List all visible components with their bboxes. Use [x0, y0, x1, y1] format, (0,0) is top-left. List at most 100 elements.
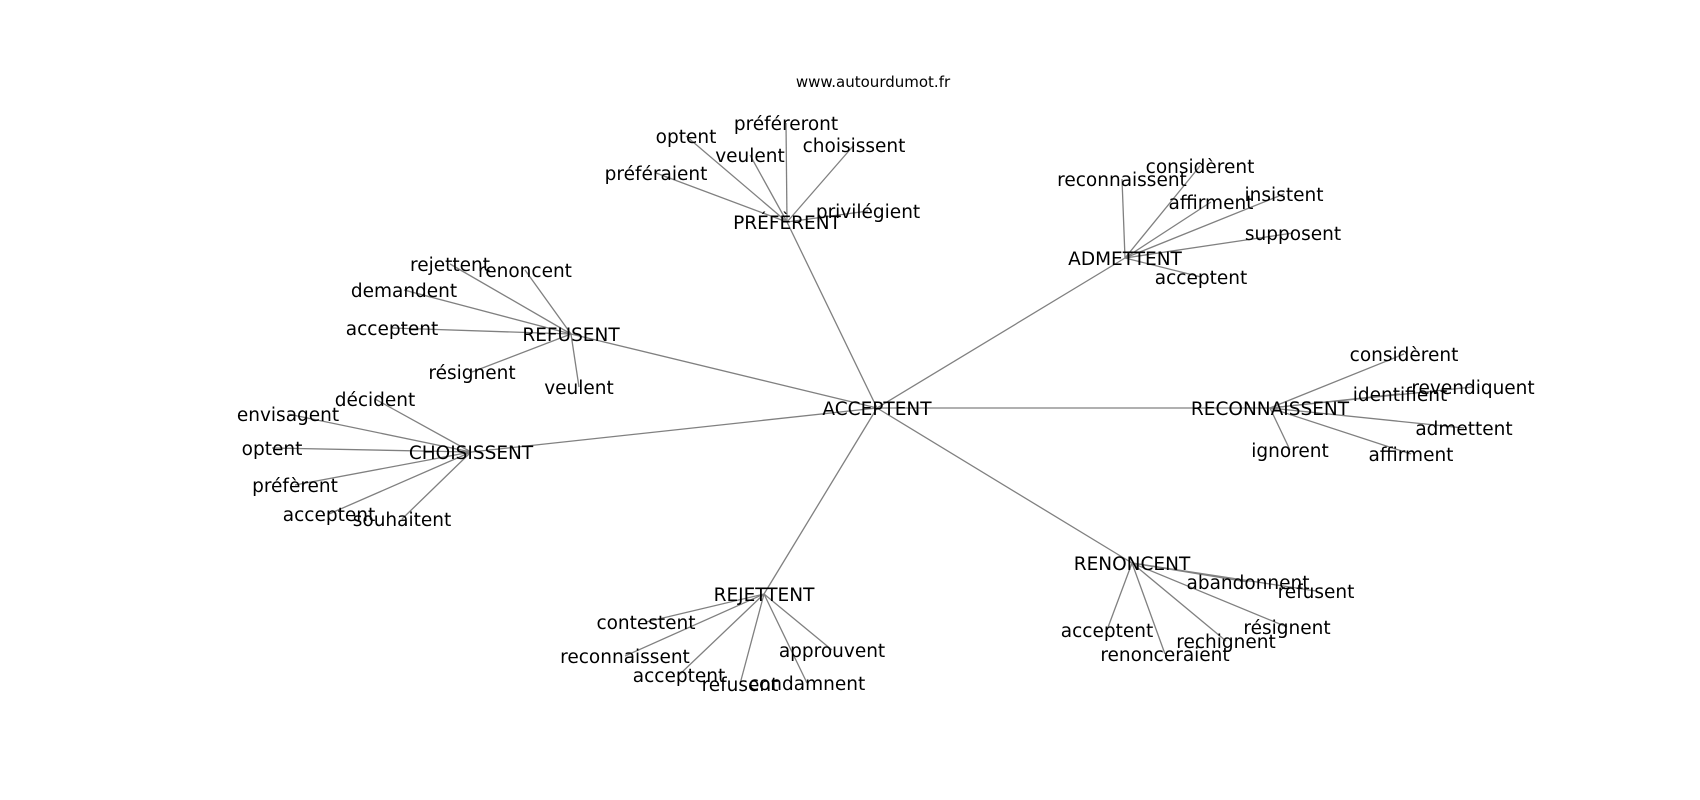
- leaf-node-refusent[interactable]: veulent: [544, 378, 614, 399]
- leaf-node-refusent[interactable]: rejettent: [410, 255, 490, 276]
- edge-rejettent-leaf: [739, 593, 765, 685]
- leaf-node-choisissent[interactable]: envisagent: [237, 405, 339, 426]
- leaf-node-admettent[interactable]: considèrent: [1146, 157, 1255, 178]
- edge-choisissent-leaf: [294, 451, 472, 486]
- edge-center-renoncent: [876, 407, 1133, 564]
- leaf-node-renoncent[interactable]: acceptent: [1061, 621, 1153, 642]
- leaf-node-refusent[interactable]: acceptent: [346, 319, 438, 340]
- edge-admettent-leaf: [1124, 201, 1212, 259]
- site-watermark: www.autourdumot.fr: [796, 73, 951, 91]
- edge-center-refusent: [570, 333, 878, 409]
- edge-choisissent-leaf: [374, 398, 472, 453]
- edge-refusent-leaf: [403, 289, 572, 335]
- leaf-node-reconnaissent[interactable]: ignorent: [1251, 441, 1329, 462]
- leaf-node-preferent[interactable]: veulent: [715, 146, 785, 167]
- edge-reconnaissent-leaf: [1269, 407, 1412, 455]
- leaf-node-reconnaissent[interactable]: identifient: [1353, 385, 1447, 406]
- leaf-node-admettent[interactable]: reconnaissent: [1057, 170, 1187, 191]
- edge-choisissent-leaf: [401, 451, 472, 520]
- leaf-node-choisissent[interactable]: acceptent: [283, 505, 375, 526]
- edge-preferent-leaf: [785, 122, 788, 223]
- edge-reconnaissent-leaf: [1269, 353, 1405, 409]
- leaf-node-reconnaissent[interactable]: affirment: [1369, 445, 1454, 466]
- leaf-node-admettent[interactable]: insistent: [1245, 185, 1324, 206]
- edge-reconnaissent-leaf: [1269, 386, 1474, 409]
- leaf-node-admettent[interactable]: acceptent: [1155, 268, 1247, 289]
- edge-preferent-leaf: [749, 154, 788, 223]
- leaf-node-choisissent[interactable]: décident: [335, 390, 416, 411]
- graph-labels: ACCEPTENTPRÉFÈRENTpréférerontoptentveule…: [237, 114, 1535, 696]
- leaf-node-renoncent[interactable]: renonceraient: [1100, 645, 1229, 666]
- edge-center-admettent: [876, 257, 1126, 409]
- leaf-node-renoncent[interactable]: résignent: [1243, 618, 1330, 639]
- leaf-node-preferent[interactable]: choisissent: [803, 136, 906, 157]
- leaf-node-reconnaissent[interactable]: revendiquent: [1411, 378, 1534, 399]
- edge-center-rejettent: [763, 407, 878, 595]
- hub-node-renoncent[interactable]: RENONCENT: [1074, 554, 1191, 575]
- center-node-label[interactable]: ACCEPTENT: [822, 399, 932, 420]
- leaf-node-rejettent[interactable]: approuvent: [779, 641, 885, 662]
- edge-preferent-leaf: [786, 144, 855, 223]
- edge-renoncent-leaf: [1131, 562, 1227, 642]
- edge-reconnaissent-leaf: [1269, 407, 1465, 429]
- leaf-node-choisissent[interactable]: optent: [242, 439, 303, 460]
- leaf-node-refusent[interactable]: résignent: [428, 363, 515, 384]
- leaf-node-preferent[interactable]: optent: [656, 127, 717, 148]
- leaf-node-rejettent[interactable]: contestent: [596, 613, 695, 634]
- edge-reconnaissent-leaf: [1269, 407, 1291, 451]
- edge-rejettent-leaf: [645, 593, 765, 623]
- edge-admettent-leaf: [1124, 257, 1202, 278]
- edge-renoncent-leaf: [1106, 562, 1133, 631]
- edge-rejettent-leaf: [624, 593, 765, 657]
- edge-rejettent-leaf: [678, 593, 765, 676]
- edge-center-choisissent: [470, 407, 878, 453]
- edge-refusent-leaf: [471, 333, 572, 373]
- hub-node-refusent[interactable]: REFUSENT: [522, 325, 620, 346]
- leaf-node-renoncent[interactable]: rechignent: [1176, 632, 1275, 653]
- edge-preferent-leaf: [685, 135, 788, 223]
- leaf-node-renoncent[interactable]: abandonnent: [1186, 573, 1309, 594]
- leaf-node-rejettent[interactable]: condamnent: [749, 674, 865, 695]
- edge-admettent-leaf: [1124, 232, 1294, 259]
- hub-node-rejettent[interactable]: REJETTENT: [714, 585, 815, 606]
- leaf-node-choisissent[interactable]: souhaitent: [353, 510, 452, 531]
- leaf-node-reconnaissent[interactable]: admettent: [1415, 419, 1512, 440]
- edge-choisissent-leaf: [271, 447, 472, 453]
- hub-node-preferent[interactable]: PRÉFÈRENT: [733, 212, 841, 234]
- edge-admettent-leaf: [1124, 165, 1201, 259]
- edge-rejettent-leaf: [763, 593, 833, 651]
- edge-renoncent-leaf: [1131, 562, 1166, 655]
- leaf-node-choisissent[interactable]: préfèrent: [252, 476, 338, 497]
- leaf-node-rejettent[interactable]: refusent: [702, 675, 779, 696]
- edge-refusent-leaf: [391, 327, 572, 335]
- edge-choisissent-leaf: [328, 451, 472, 515]
- leaf-node-preferent[interactable]: préféraient: [605, 164, 708, 185]
- leaf-node-rejettent[interactable]: reconnaissent: [560, 647, 690, 668]
- edge-choisissent-leaf: [287, 413, 472, 453]
- edge-refusent-leaf: [570, 333, 580, 388]
- edge-admettent-leaf: [1124, 193, 1285, 259]
- edge-preferent-leaf: [786, 210, 869, 223]
- edge-preferent-leaf: [655, 172, 788, 223]
- leaf-node-preferent[interactable]: préféreront: [734, 114, 838, 135]
- leaf-node-preferent[interactable]: privilégient: [816, 202, 920, 223]
- edge-renoncent-leaf: [1131, 562, 1317, 592]
- leaf-node-renoncent[interactable]: refusent: [1278, 582, 1355, 603]
- leaf-node-admettent[interactable]: affirment: [1169, 193, 1254, 214]
- hub-node-choisissent[interactable]: CHOISISSENT: [409, 443, 534, 464]
- leaf-node-refusent[interactable]: renoncent: [478, 261, 572, 282]
- graph-edges: [271, 122, 1474, 685]
- edge-refusent-leaf: [524, 269, 572, 335]
- leaf-node-rejettent[interactable]: acceptent: [633, 666, 725, 687]
- edge-center-preferent: [786, 221, 878, 409]
- edge-admettent-leaf: [1121, 178, 1126, 259]
- leaf-node-refusent[interactable]: demandent: [351, 281, 457, 302]
- edge-renoncent-leaf: [1131, 562, 1288, 628]
- hub-node-reconnaissent[interactable]: RECONNAISSENT: [1191, 399, 1350, 420]
- leaf-node-reconnaissent[interactable]: considèrent: [1350, 345, 1459, 366]
- edge-rejettent-leaf: [763, 593, 808, 684]
- leaf-node-admettent[interactable]: supposent: [1245, 224, 1341, 245]
- edge-refusent-leaf: [449, 263, 572, 335]
- hub-node-admettent[interactable]: ADMETTENT: [1068, 249, 1182, 270]
